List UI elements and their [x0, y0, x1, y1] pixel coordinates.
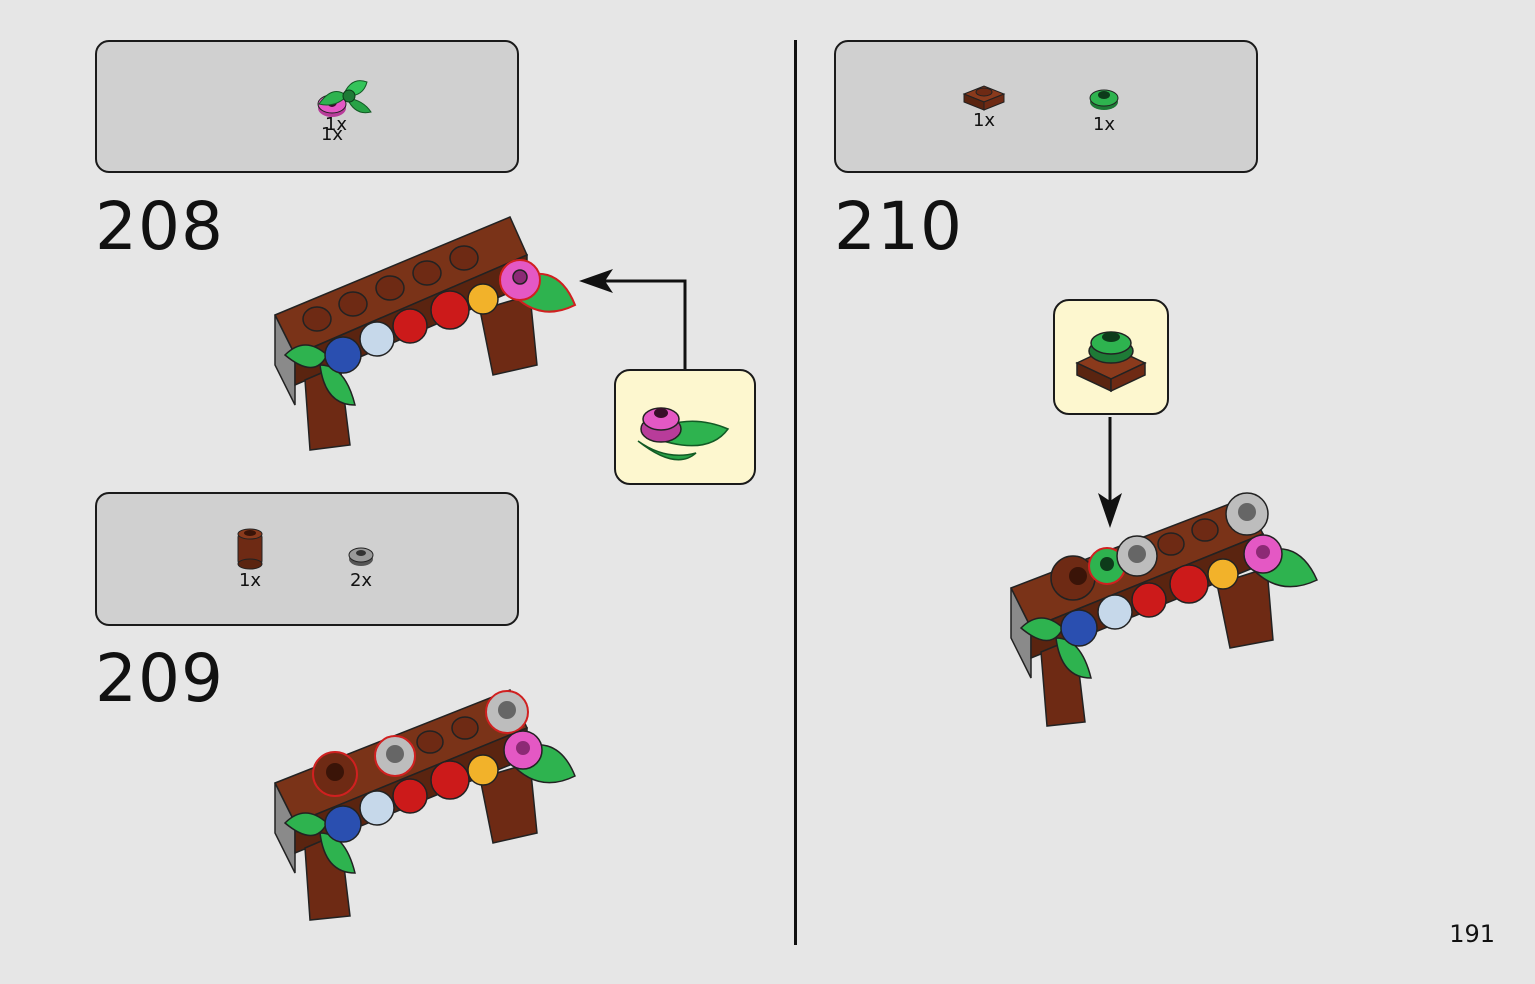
part-grey-round-plate: 2x — [321, 542, 401, 591]
pink-flower-with-leaves-icon — [637, 407, 730, 461]
step-210-parts-box: 1x 1x — [834, 40, 1258, 173]
plate-icon — [962, 85, 1006, 111]
leaves-icon — [318, 80, 372, 114]
step-210-model — [1009, 492, 1318, 727]
step-number-209: 209 — [95, 640, 224, 717]
step-208-arrow — [579, 269, 687, 370]
part-qty: 1x — [238, 570, 262, 591]
step-number-210: 210 — [834, 188, 963, 265]
green-round-plate-icon — [1089, 89, 1119, 110]
step-209-parts-box: 1x 2x — [95, 492, 519, 626]
step-208-callout — [614, 369, 756, 485]
step-209-model — [273, 689, 576, 921]
step-number-208: 208 — [95, 188, 224, 265]
part-qty: 2x — [349, 570, 373, 591]
round-brick-icon — [237, 528, 263, 570]
green-plate-on-brown-icon — [1075, 331, 1147, 393]
part-brown-plate: 1x — [944, 76, 1024, 131]
part-green-leaves: 1x — [305, 74, 385, 135]
part-brown-round-brick: 1x — [210, 524, 290, 591]
step-210-arrow — [1098, 417, 1122, 528]
round-plate-icon — [348, 547, 374, 566]
flower-row — [283, 259, 577, 406]
step-210-callout — [1053, 299, 1169, 415]
stud-row — [302, 245, 479, 332]
step-208-parts-box: 1x 1x — [95, 40, 519, 173]
step-208-model — [273, 216, 577, 451]
column-divider — [794, 40, 797, 945]
part-green-round-plate: 1x — [1064, 82, 1144, 135]
part-qty: 1x — [324, 114, 348, 135]
part-qty: 1x — [320, 124, 344, 145]
page-number: 191 — [1449, 920, 1495, 948]
part-qty: 1x — [972, 110, 996, 131]
part-qty: 1x — [1092, 114, 1116, 135]
